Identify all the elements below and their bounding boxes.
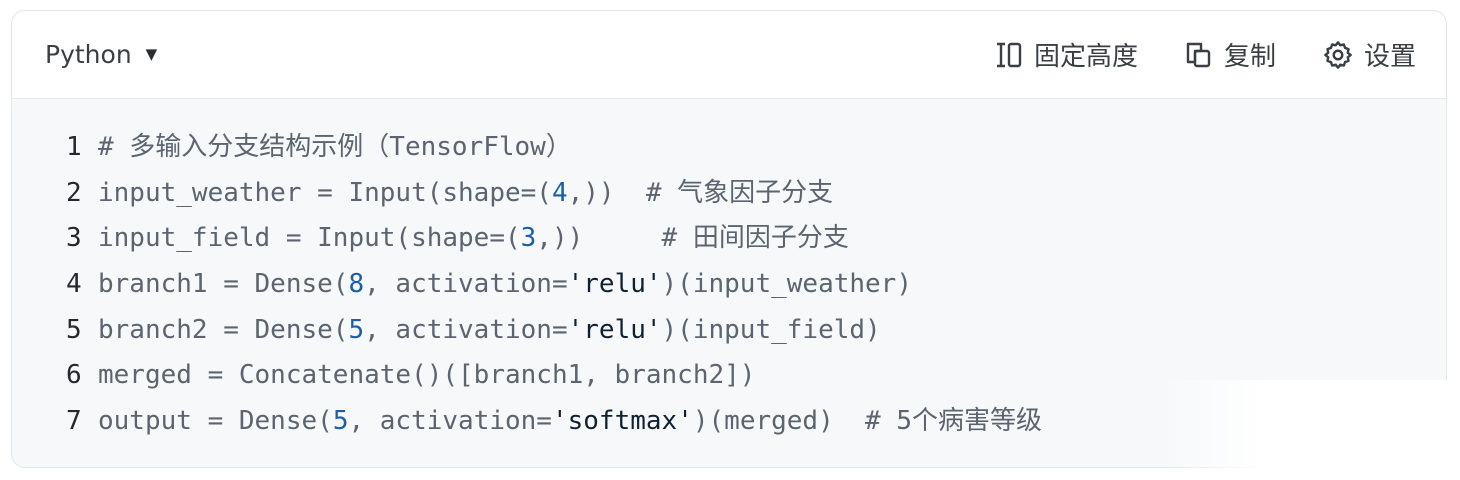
- code-token: input_field = Input(shape=(: [98, 223, 521, 254]
- code-toolbar: Python ▼ 固定高度 复制: [12, 11, 1446, 99]
- code-token: ,)) # 气象因子分支: [567, 177, 834, 208]
- code-token: 'relu': [567, 314, 662, 345]
- line-number: 4: [66, 269, 82, 300]
- line-number: 3: [66, 223, 82, 254]
- settings-button[interactable]: 设置: [1322, 36, 1416, 73]
- code-token: 8: [348, 269, 365, 300]
- language-label: Python: [45, 40, 132, 69]
- code-token: 5: [348, 314, 365, 345]
- code-token: ,)) # 田间因子分支: [536, 223, 849, 254]
- line-number: 5: [66, 314, 82, 345]
- copy-button[interactable]: 复制: [1184, 36, 1276, 73]
- code-token: branch2 = Dense(: [98, 314, 349, 345]
- copy-label: 复制: [1223, 42, 1276, 72]
- code-token: 4: [551, 177, 568, 208]
- code-token: )(merged) # 5个病害等级: [692, 406, 1043, 437]
- code-token: 'softmax': [551, 406, 693, 437]
- code-token: , activation=: [364, 314, 568, 345]
- language-selector[interactable]: Python ▼: [45, 40, 157, 69]
- code-token: )(input_field): [661, 314, 881, 345]
- caret-down-icon: ▼: [145, 44, 158, 63]
- settings-label: 设置: [1363, 42, 1416, 72]
- code-token: output = Dense(: [98, 406, 333, 437]
- code-token: # 多输入分支结构示例（TensorFlow）: [98, 132, 572, 162]
- code-line: 1 # 多输入分支结构示例（TensorFlow）: [66, 125, 1446, 171]
- code-token: , activation=: [348, 406, 552, 437]
- code-token: )(input_weather): [661, 269, 912, 300]
- code-line: 7 output = Dense(5, activation='softmax')…: [66, 399, 1446, 445]
- copy-icon: [1184, 40, 1214, 70]
- line-number: 2: [66, 177, 82, 208]
- line-number: 7: [66, 406, 82, 437]
- gear-icon: [1322, 39, 1354, 71]
- code-block: Python ▼ 固定高度 复制: [11, 10, 1447, 468]
- code-token: input_weather = Input(shape=(: [98, 177, 552, 208]
- code-token: 3: [520, 223, 537, 254]
- code-line: 2 input_weather = Input(shape=(4,)) # 气象因…: [66, 171, 1446, 217]
- code-line: 6 merged = Concatenate()([branch1, branch…: [66, 353, 1446, 399]
- code-line: 4 branch1 = Dense(8, activation='relu')(i…: [66, 262, 1446, 308]
- fixed-height-icon: [994, 40, 1024, 70]
- code-token: merged = Concatenate()([branch1, branch2…: [98, 360, 756, 391]
- code-token: , activation=: [364, 269, 568, 300]
- code-token: 'relu': [567, 269, 662, 300]
- line-number: 6: [66, 360, 82, 391]
- line-number: 1: [66, 132, 82, 162]
- fixed-height-label: 固定高度: [1033, 42, 1138, 72]
- code-token: 5: [332, 406, 349, 437]
- fixed-height-button[interactable]: 固定高度: [994, 36, 1138, 73]
- code-token: branch1 = Dense(: [98, 269, 349, 300]
- code-area[interactable]: 1 # 多输入分支结构示例（TensorFlow） 2 input_weather =…: [12, 99, 1446, 445]
